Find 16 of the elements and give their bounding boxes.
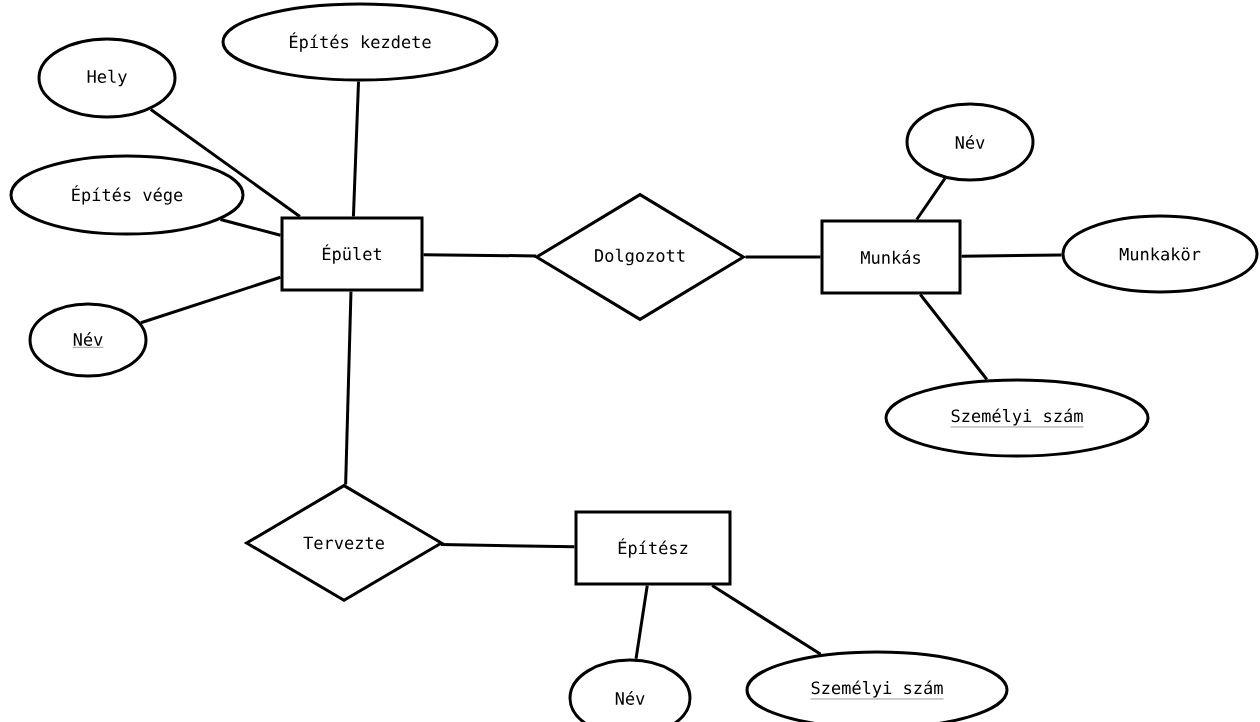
connector-line [423, 253, 537, 258]
connector-line [220, 218, 281, 237]
connector-line [711, 584, 822, 656]
entity-box: Munkás [820, 219, 962, 295]
connector-line [140, 275, 281, 325]
connector-line [915, 177, 947, 221]
connector-line [961, 253, 1062, 258]
entity-box: Épület [280, 216, 424, 292]
connector-line [919, 293, 989, 381]
entity-box: Építész [574, 510, 732, 586]
connector-line [351, 81, 360, 217]
connector-line [344, 291, 353, 485]
connector-line [634, 585, 649, 659]
connector-line [149, 108, 301, 218]
connector-line [745, 255, 821, 259]
connector-line [440, 543, 575, 549]
